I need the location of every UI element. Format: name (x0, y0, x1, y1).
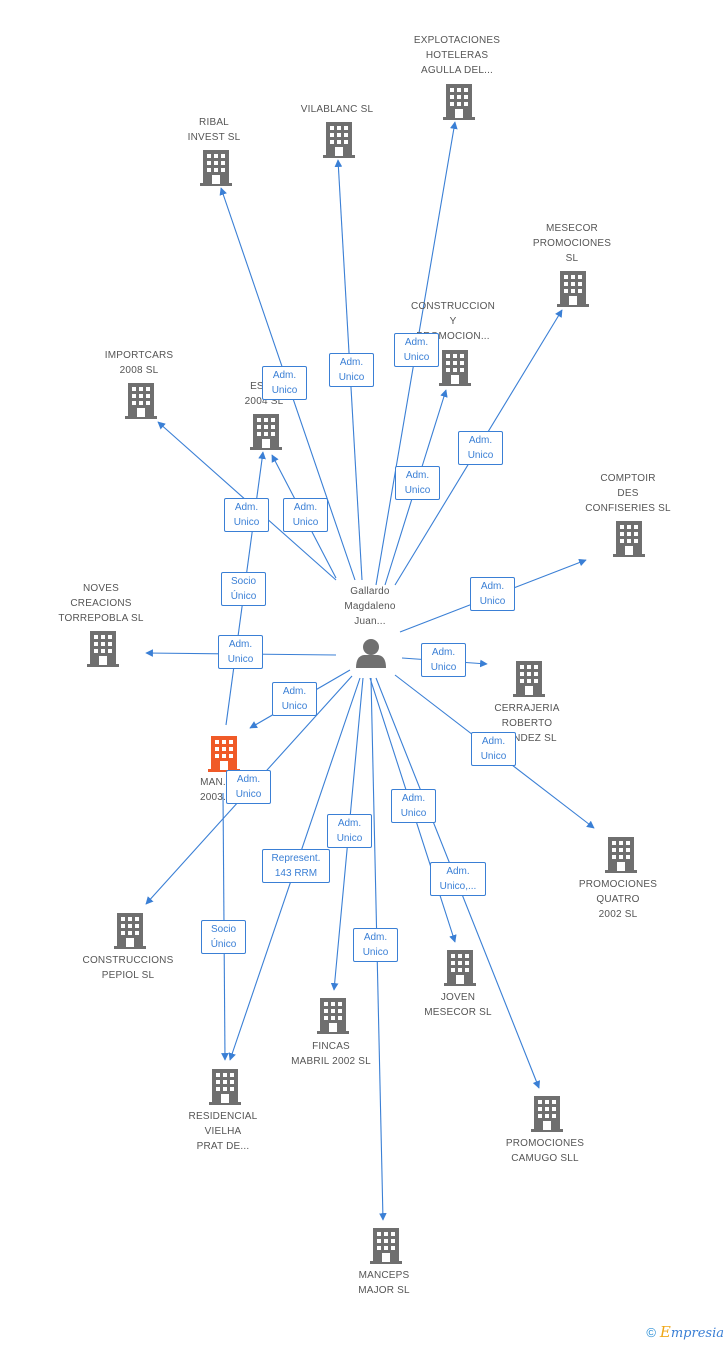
building-icon[interactable] (444, 950, 476, 986)
node-label-quatro[interactable]: PROMOCIONES QUATRO 2002 SL (578, 879, 658, 920)
node-label-explotaciones[interactable]: EXPLOTACIONES HOTELERAS AGULLA DEL... (413, 35, 501, 76)
edge-label[interactable]: Adm.Unico (329, 353, 374, 387)
edge-label[interactable]: Adm.Unico (353, 928, 398, 962)
edge-label[interactable]: Adm.Unico (458, 431, 503, 465)
edge-label[interactable]: Adm.Unico (272, 682, 317, 716)
edge-label[interactable]: Adm.Unico (283, 498, 328, 532)
node-label-noves[interactable]: NOVES CREACIONS TORREPOBLA SL (58, 583, 144, 624)
building-icon[interactable] (323, 122, 355, 158)
node-label-mesecor[interactable]: MESECOR PROMOCIONES SL (532, 223, 612, 264)
edge-label[interactable]: Adm.Unico (394, 333, 439, 367)
building-icon[interactable] (513, 661, 545, 697)
building-icon[interactable] (370, 1228, 402, 1264)
node-label-comptoir[interactable]: COMPTOIR DES CONFISERIES SL (585, 473, 671, 514)
node-label-cerrajeria[interactable]: CERRAJERIA ROBERTO ...ANDEZ SL (494, 703, 560, 744)
building-icon[interactable] (605, 837, 637, 873)
edge-label[interactable]: Adm.Unico (470, 577, 515, 611)
node-label-ribal[interactable]: RIBAL INVEST SL (187, 117, 241, 143)
building-icon[interactable] (439, 350, 471, 386)
building-icon[interactable] (209, 1069, 241, 1105)
node-label-vilablanc[interactable]: VILABLANC SL (300, 104, 374, 115)
empresia-logo[interactable]: ©Empresia (646, 1323, 724, 1341)
building-icon[interactable] (114, 913, 146, 949)
center-person-label[interactable]: Gallardo Magdaleno Juan... (344, 586, 396, 627)
node-label-pepiol[interactable]: CONSTRUCCIONS PEPIOL SL (82, 955, 174, 981)
node-label-construccion[interactable]: CONSTRUCCION Y PROMOCION... (410, 301, 496, 342)
edge-label[interactable]: Adm.Unico (224, 498, 269, 532)
node-label-manceps[interactable]: MANCEPS MAJOR SL (358, 1270, 410, 1296)
edge-label[interactable]: Adm.Unico,... (430, 862, 486, 896)
building-icon[interactable] (557, 271, 589, 307)
building-icon[interactable] (531, 1096, 563, 1132)
person-icon[interactable] (356, 639, 386, 668)
node-label-camugo[interactable]: PROMOCIONES CAMUGO SLL (505, 1138, 585, 1164)
copyright-icon: © (646, 1325, 656, 1340)
building-icon[interactable] (87, 631, 119, 667)
building-icon[interactable] (443, 84, 475, 120)
edge-label[interactable]: Adm.Unico (327, 814, 372, 848)
edge-label[interactable]: Adm.Unico (262, 366, 307, 400)
building-icon[interactable] (125, 383, 157, 419)
building-icon[interactable] (613, 521, 645, 557)
edge-label[interactable]: Adm.Unico (226, 770, 271, 804)
edge-label[interactable]: Adm.Unico (391, 789, 436, 823)
building-icon[interactable] (200, 150, 232, 186)
building-icon[interactable] (317, 998, 349, 1034)
edge-label[interactable]: Adm.Unico (421, 643, 466, 677)
node-label-importcars[interactable]: IMPORTCARS 2008 SL (104, 350, 174, 376)
building-icon-highlight[interactable] (208, 736, 240, 772)
edge-label[interactable]: Represent.143 RRM (262, 849, 330, 883)
node-label-residencial[interactable]: RESIDENCIAL VIELHA PRAT DE... (188, 1111, 258, 1152)
node-label-fincas[interactable]: FINCAS MABRIL 2002 SL (291, 1041, 371, 1067)
edge-label[interactable]: Adm.Unico (395, 466, 440, 500)
edge-label[interactable]: Adm.Unico (471, 732, 516, 766)
edge-label[interactable]: Adm.Unico (218, 635, 263, 669)
node-label-man[interactable]: MAN... 2003... (200, 777, 232, 803)
building-icon[interactable] (250, 414, 282, 450)
node-label-joven[interactable]: JOVEN MESECOR SL (424, 992, 492, 1018)
